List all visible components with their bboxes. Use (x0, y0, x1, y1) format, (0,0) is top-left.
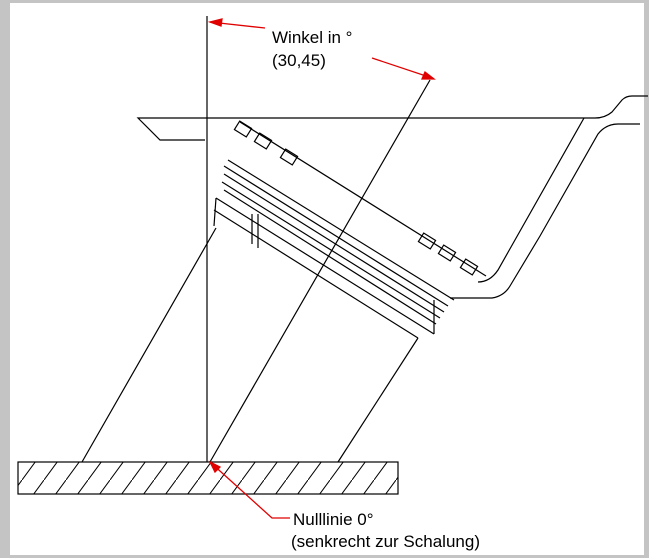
angle-values-label: (30,45) (272, 51, 326, 70)
frame-border-left (0, 0, 10, 558)
formwork-slab (17, 461, 399, 495)
frame-border-right (644, 0, 649, 558)
zero-line-label: Nulllinie 0° (293, 510, 374, 529)
frame-border-bottom (0, 555, 649, 558)
zero-line-note: (senkrecht zur Schalung) (291, 532, 480, 551)
angle-label: Winkel in ° (272, 28, 353, 47)
funnel-body (136, 95, 648, 299)
frame-border-top (0, 0, 649, 3)
angle-annotation-arrows (207, 18, 436, 80)
zero-line-annotation-arrow (208, 460, 290, 519)
sleeve-pipe (81, 16, 479, 463)
